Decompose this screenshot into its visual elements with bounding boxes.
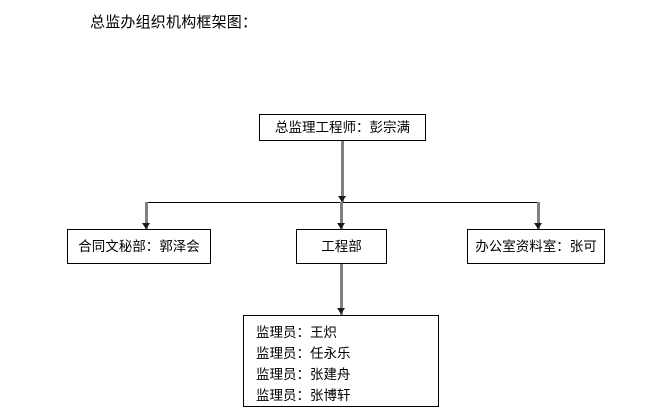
node-supervisors-list: 监理员：王炽 监理员：任永乐 监理员：张建舟 监理员：张博轩 [243,315,439,407]
node-office-archives-dept: 办公室资料室：张可 [467,229,605,264]
connector-chief-to-bar-arrowhead [338,196,346,202]
connector-bar-to-contract-dept [145,202,148,229]
connector-chief-to-bar [341,141,344,202]
connector-bar-to-contract-dept-arrowhead [142,223,150,229]
node-engineering-dept-label: 工程部 [321,238,362,255]
connector-bar-to-engineering-dept-arrowhead [337,223,345,229]
list-item: 监理员：任永乐 [256,346,351,362]
node-engineering-dept: 工程部 [296,229,387,264]
list-item: 监理员：王炽 [256,325,337,341]
node-contract-secretary-dept-label: 合同文秘部：郭泽会 [78,238,200,255]
node-chief-supervisor: 总监理工程师：彭宗满 [259,114,426,141]
connector-bar-to-office-dept [537,202,540,229]
list-item: 监理员：张建舟 [256,367,351,383]
node-chief-supervisor-label: 总监理工程师：彭宗满 [275,119,410,136]
page-title: 总监办组织机构框架图： [90,13,258,31]
node-contract-secretary-dept: 合同文秘部：郭泽会 [67,229,211,264]
node-office-archives-dept-label: 办公室资料室：张可 [475,238,597,255]
connector-engineering-to-supervisors [340,264,343,315]
connector-bar-to-office-dept-arrowhead [534,223,542,229]
connector-bar-to-engineering-dept [340,202,343,229]
connector-engineering-to-supervisors-arrowhead [337,308,345,314]
list-item: 监理员：张博轩 [256,388,351,404]
